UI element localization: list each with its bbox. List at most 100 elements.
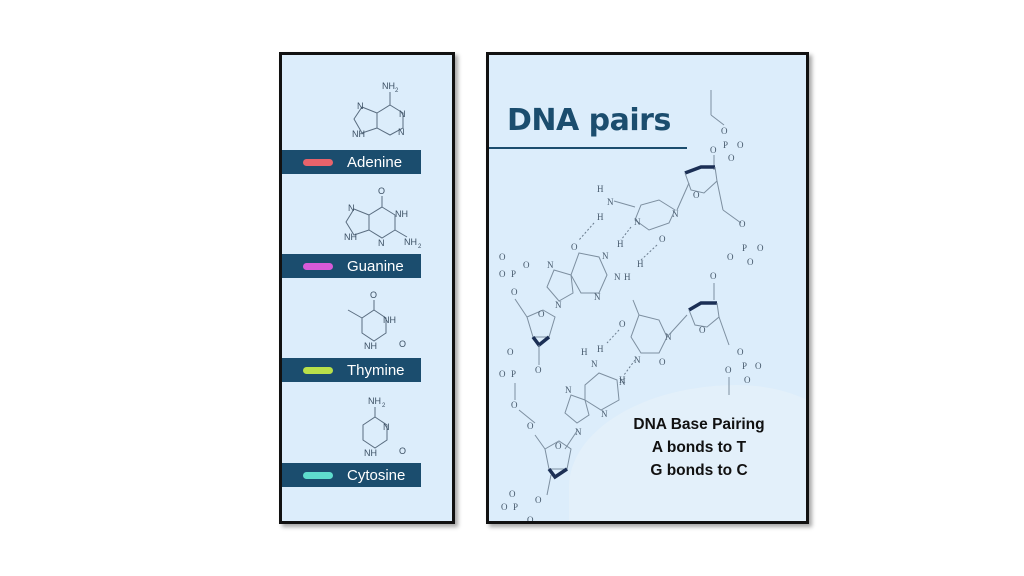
cytosine-color-pill <box>303 471 333 479</box>
svg-text:O: O <box>511 287 518 297</box>
svg-text:2: 2 <box>395 88 399 94</box>
svg-text:P: P <box>513 502 518 512</box>
svg-text:O: O <box>535 495 542 505</box>
svg-text:N: N <box>398 127 405 137</box>
svg-text:NH: NH <box>395 209 408 219</box>
svg-text:N: N <box>634 217 641 227</box>
base-pairing-caption: DNA Base Pairing A bonds to T G bonds to… <box>609 413 789 482</box>
svg-text:NH: NH <box>364 341 377 351</box>
svg-text:O: O <box>527 515 534 524</box>
svg-text:H: H <box>597 212 604 222</box>
svg-text:O: O <box>739 219 746 229</box>
svg-text:N: N <box>594 292 601 302</box>
svg-text:O: O <box>399 446 406 456</box>
svg-text:N: N <box>547 260 554 270</box>
adenine-label: Adenine <box>282 150 421 174</box>
thymine-structure-icon: O NH NH O <box>347 290 406 351</box>
svg-text:N: N <box>383 422 390 432</box>
svg-text:O: O <box>523 260 530 270</box>
svg-text:O: O <box>699 325 706 335</box>
svg-text:O: O <box>755 361 762 371</box>
svg-text:H: H <box>617 239 624 249</box>
svg-text:O: O <box>555 441 562 451</box>
svg-text:O: O <box>501 502 508 512</box>
svg-text:O: O <box>535 365 542 375</box>
caption-line-3: G bonds to C <box>650 462 748 479</box>
svg-text:H: H <box>624 272 631 282</box>
svg-text:O: O <box>499 252 506 262</box>
caption-line-1: DNA Base Pairing <box>633 416 765 433</box>
svg-text:N: N <box>602 251 609 261</box>
thymine-color-pill <box>303 366 333 374</box>
svg-text:H: H <box>619 375 626 385</box>
cytosine-label: Cytosine <box>282 463 421 487</box>
svg-text:O: O <box>538 309 545 319</box>
svg-text:O: O <box>757 243 764 253</box>
svg-text:O: O <box>378 186 385 196</box>
svg-text:H: H <box>597 344 604 354</box>
svg-text:2: 2 <box>418 244 422 250</box>
svg-text:N: N <box>607 197 614 207</box>
thymine-label: Thymine <box>282 358 421 382</box>
svg-text:O: O <box>721 126 728 136</box>
svg-text:N: N <box>591 359 598 369</box>
svg-text:O: O <box>659 234 666 244</box>
svg-text:NH: NH <box>364 448 377 458</box>
svg-text:O: O <box>725 365 732 375</box>
svg-text:H: H <box>581 347 588 357</box>
svg-text:P: P <box>723 140 728 150</box>
svg-text:NH: NH <box>383 315 396 325</box>
svg-text:N: N <box>565 385 572 395</box>
svg-text:N: N <box>357 101 364 111</box>
svg-text:N: N <box>634 355 641 365</box>
svg-text:O: O <box>728 153 735 163</box>
svg-text:N: N <box>575 427 582 437</box>
svg-text:O: O <box>619 319 626 329</box>
svg-text:NH: NH <box>382 81 395 91</box>
svg-text:O: O <box>499 369 506 379</box>
svg-text:N: N <box>665 332 672 342</box>
svg-text:P: P <box>511 369 516 379</box>
guanine-label: Guanine <box>282 254 421 278</box>
svg-text:O: O <box>399 339 406 349</box>
svg-text:NH: NH <box>352 129 365 139</box>
svg-text:O: O <box>710 271 717 281</box>
svg-text:O: O <box>507 347 514 357</box>
svg-text:N: N <box>399 109 406 119</box>
svg-text:O: O <box>747 257 754 267</box>
svg-text:P: P <box>742 243 747 253</box>
svg-text:N: N <box>555 300 562 310</box>
svg-text:O: O <box>509 489 516 499</box>
svg-text:O: O <box>499 269 506 279</box>
svg-text:2: 2 <box>382 403 386 409</box>
page-title: DNA pairs <box>507 103 671 138</box>
svg-text:P: P <box>742 361 747 371</box>
svg-text:O: O <box>744 375 751 385</box>
svg-text:O: O <box>710 145 717 155</box>
svg-text:O: O <box>659 357 666 367</box>
adenine-color-pill <box>303 158 333 166</box>
svg-text:N: N <box>601 409 608 419</box>
svg-text:H: H <box>597 184 604 194</box>
svg-text:O: O <box>370 290 377 300</box>
svg-text:O: O <box>511 400 518 410</box>
title-divider <box>489 147 687 149</box>
guanine-color-pill <box>303 262 333 270</box>
svg-text:O: O <box>737 140 744 150</box>
svg-text:NH: NH <box>368 396 381 406</box>
svg-text:O: O <box>693 190 700 200</box>
svg-text:N: N <box>619 377 626 387</box>
svg-text:O: O <box>571 242 578 252</box>
svg-text:O: O <box>527 421 534 431</box>
svg-text:NH: NH <box>404 237 417 247</box>
svg-text:O: O <box>727 252 734 262</box>
svg-text:O: O <box>737 347 744 357</box>
svg-text:N: N <box>672 209 679 219</box>
caption-line-2: A bonds to T <box>651 439 747 456</box>
